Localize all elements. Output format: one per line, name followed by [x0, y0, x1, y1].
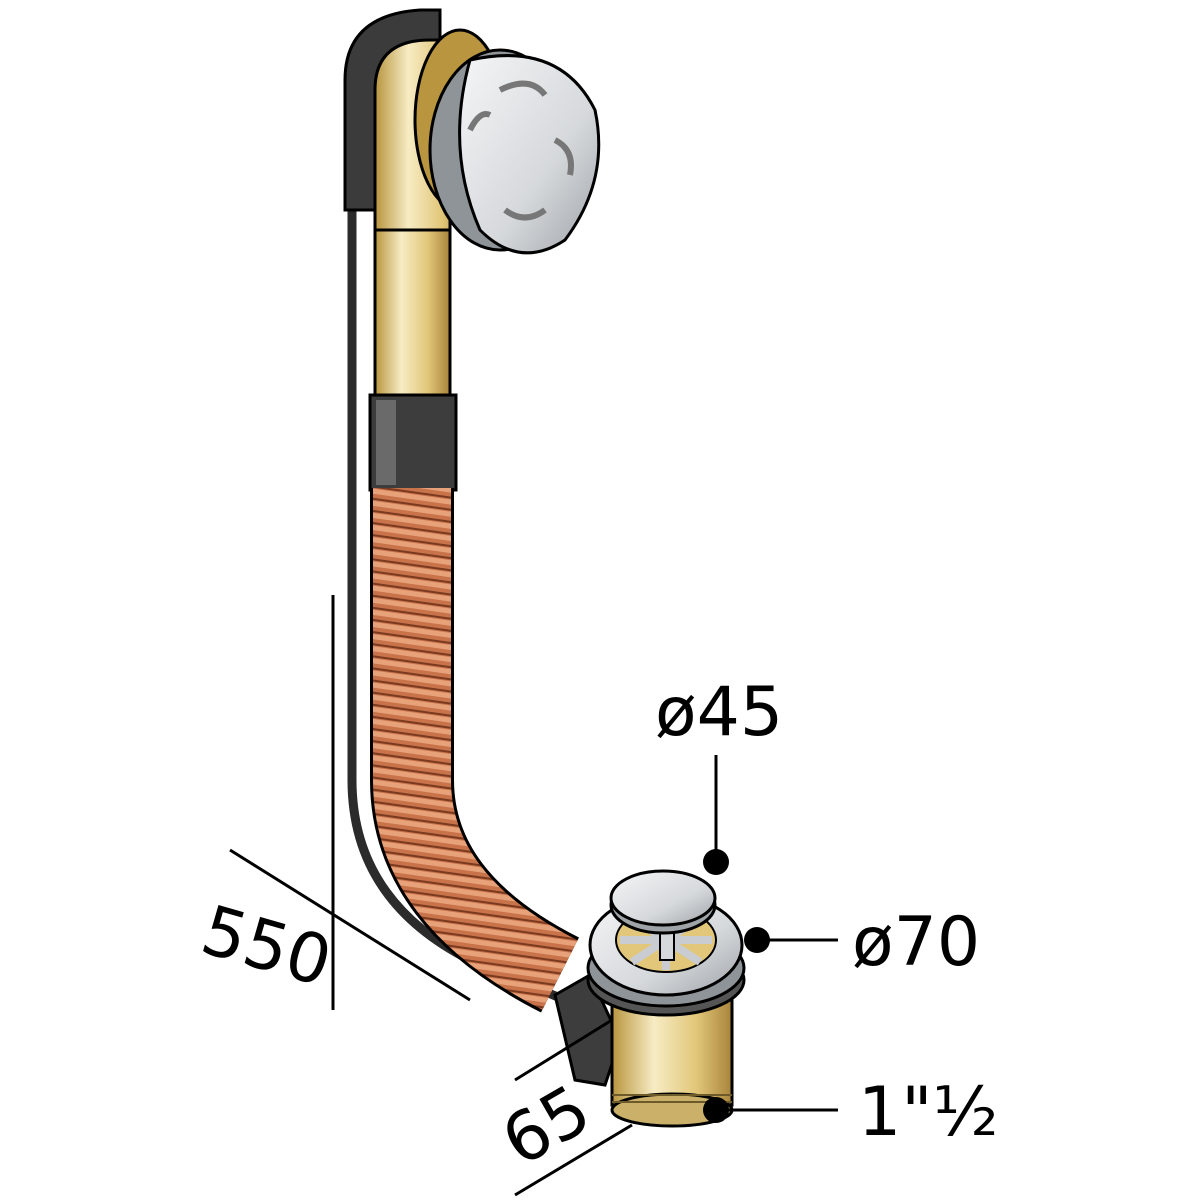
drain-plug[interactable] [609, 869, 717, 935]
plug-diameter-label: ø45 [655, 673, 783, 752]
thread-size-label: 1"½ [858, 1073, 998, 1152]
dimension-height-label: 550 [193, 891, 340, 1003]
dimension-lines [229, 595, 838, 1197]
leader-dot-flange [744, 927, 770, 953]
overflow-pipe [373, 228, 452, 407]
drain-assembly [586, 893, 746, 1128]
leader-dot-thread [703, 1097, 729, 1123]
flange-diameter-label: ø70 [852, 903, 980, 982]
leader-dot-plug [703, 849, 729, 875]
dimension-offset-label: 65 [489, 1070, 603, 1182]
overflow-knob[interactable] [428, 48, 601, 255]
